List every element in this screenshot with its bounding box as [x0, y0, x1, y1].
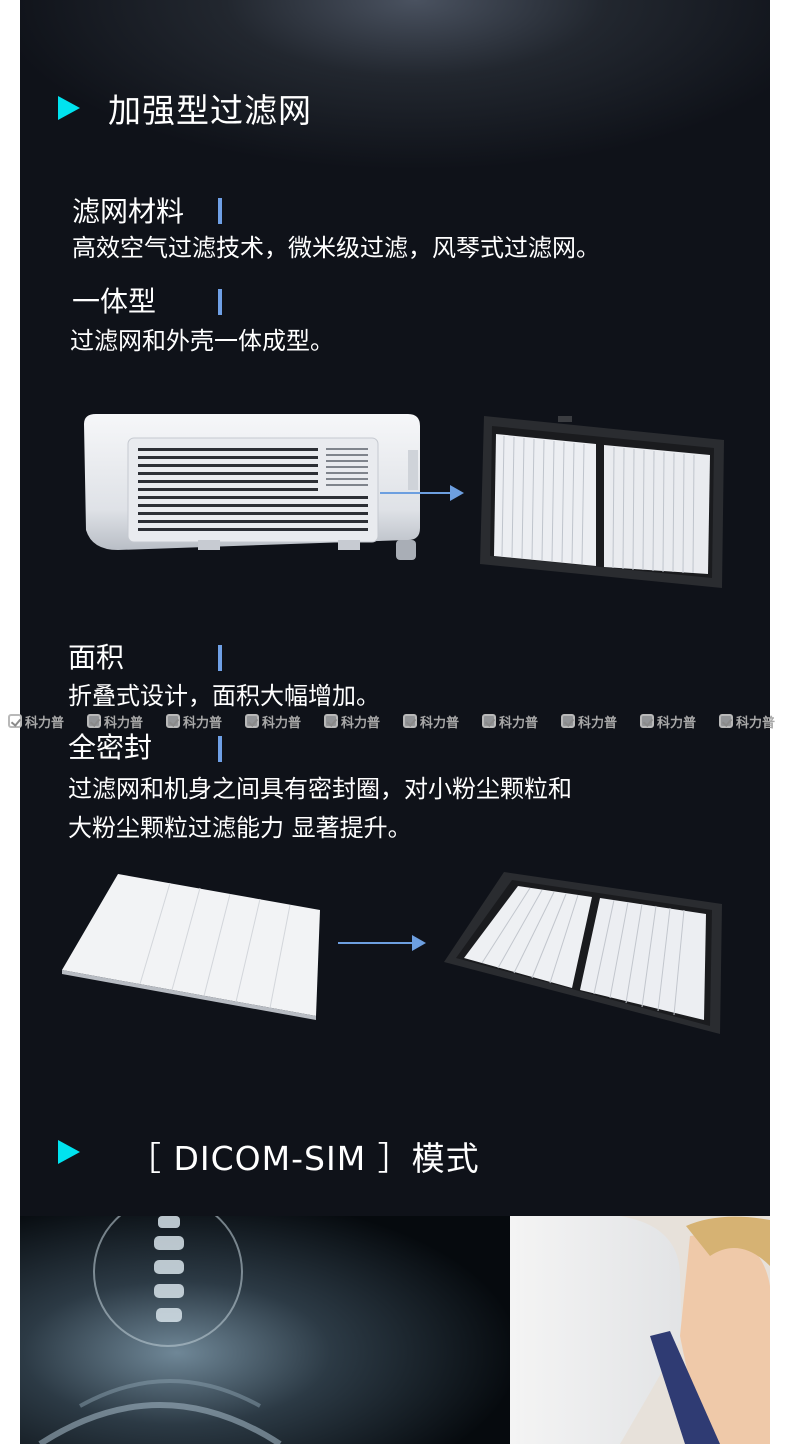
- watermark: 科力普: [719, 710, 775, 732]
- check-badge-icon: [482, 714, 496, 728]
- feature-text-sealed-line1: 过滤网和机身之间具有密封圈，对小粉尘颗粒和: [68, 775, 572, 803]
- check-badge-icon: [245, 714, 259, 728]
- plain-filter-image: [62, 874, 320, 1020]
- feature-divider: [218, 198, 222, 224]
- check-badge-icon: [166, 714, 180, 728]
- section-arrow-icon: [58, 1140, 80, 1164]
- feature-title-material: 滤网材料: [72, 195, 185, 228]
- feature-text-material: 高效空气过滤技术，微米级过滤，风琴式过滤网。: [72, 234, 600, 262]
- arrow-right-icon: [380, 485, 464, 501]
- feature-text-area: 折叠式设计，面积大幅增加。: [68, 682, 380, 710]
- watermark: 科力普: [561, 710, 617, 732]
- watermark: 科力普: [8, 710, 64, 732]
- watermark: 科力普: [245, 710, 301, 732]
- pleated-filter-image: [444, 872, 722, 1034]
- check-badge-icon: [719, 714, 733, 728]
- check-badge-icon: [640, 714, 654, 728]
- watermark: 科力普: [87, 710, 143, 732]
- check-badge-icon: [403, 714, 417, 728]
- watermark: 科力普: [403, 710, 459, 732]
- feature-title-integrated: 一体型: [72, 285, 157, 318]
- feature-title-area: 面积: [68, 641, 125, 674]
- feature-divider: [218, 645, 222, 671]
- watermark: 科力普: [640, 710, 696, 732]
- section-arrow-icon: [58, 96, 80, 120]
- feature-title-sealed: 全密封: [68, 731, 153, 764]
- section-title-dicom: ［ DICOM-SIM ］模式: [128, 1139, 480, 1178]
- section-title-filter: 加强型过滤网: [108, 91, 312, 130]
- dark-panel: 加强型过滤网 滤网材料 高效空气过滤技术，微米级过滤，风琴式过滤网。 一体型 过…: [20, 0, 770, 1216]
- feature-text-sealed-line2: 大粉尘颗粒过滤能力 显著提升。: [68, 814, 412, 842]
- watermark: 科力普: [166, 710, 222, 732]
- watermark: 科力普: [324, 710, 380, 732]
- xray-viewers-image: [20, 1216, 770, 1444]
- projector-image: [84, 414, 420, 560]
- check-badge-icon: [87, 714, 101, 728]
- arrow-right-icon: [338, 935, 426, 951]
- filter-framed-image: [480, 416, 724, 588]
- check-badge-icon: [561, 714, 575, 728]
- panel-background: [20, 180, 770, 1216]
- check-badge-icon: [324, 714, 338, 728]
- feature-divider: [218, 736, 222, 762]
- feature-divider: [218, 289, 222, 315]
- check-badge-icon: [8, 714, 22, 728]
- feature-text-integrated: 过滤网和外壳一体成型。: [70, 327, 334, 355]
- watermark-row: 科力普 科力普 科力普 科力普 科力普 科力普 科力普 科力普 科力普 科力普: [0, 710, 790, 732]
- watermark: 科力普: [482, 710, 538, 732]
